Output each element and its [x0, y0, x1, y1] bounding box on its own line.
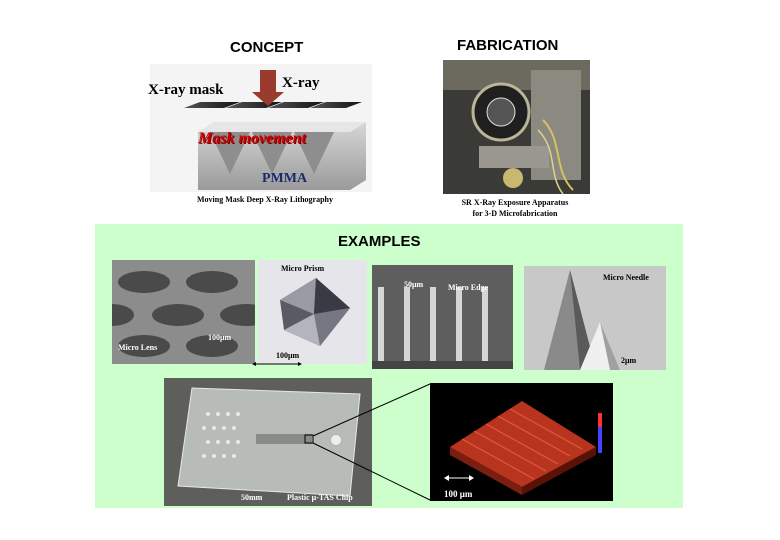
micro-needle-image: [524, 266, 666, 370]
concept-diagram: [140, 62, 372, 194]
micro-prism-scale: 100μm: [276, 351, 300, 360]
micro-edge-image: [372, 265, 513, 369]
xray-label: X-ray: [282, 75, 320, 91]
surface-plot-scale-arrow: [444, 475, 474, 481]
fabrication-heading: FABRICATION: [457, 37, 559, 54]
micro-needle-label: Micro Needle: [603, 273, 649, 282]
surface-plot-graphic: [430, 383, 613, 501]
pmma-label: PMMA: [262, 171, 308, 186]
micro-lens-image: [112, 260, 255, 364]
chip-graphic: [164, 378, 372, 506]
mask-movement-label: Mask movement: [198, 130, 306, 147]
micro-lens-label: Micro Lens: [118, 343, 158, 352]
micro-edge-scale: 50μm: [404, 280, 424, 289]
fabrication-caption-line2: for 3-D Microfabrication: [472, 209, 558, 218]
micro-edge-label: Micro Edge: [448, 283, 489, 292]
chip-label: Plastic μ-TAS Chip: [287, 493, 353, 502]
lithography-diagram-graphic: [150, 64, 372, 192]
micro-prism-image: [258, 260, 367, 364]
chip-scale: 50mm: [241, 493, 263, 502]
micro-lens-graphic: [112, 260, 255, 364]
xray-mask-label: X-ray mask: [148, 82, 224, 98]
surface-plot-scale: 100 μm: [444, 489, 473, 499]
micro-needle-scale: 2μm: [621, 356, 637, 365]
examples-heading: EXAMPLES: [338, 233, 421, 250]
concept-heading: CONCEPT: [230, 39, 304, 56]
fabrication-caption-line1: SR X-Ray Exposure Apparatus: [461, 198, 569, 207]
apparatus-photo: [443, 60, 590, 194]
concept-caption: Moving Mask Deep X-Ray Lithography: [196, 195, 333, 204]
apparatus-photo-graphic: [443, 60, 590, 194]
micro-prism-scale-arrow: [252, 362, 302, 366]
surface-plot-image: [430, 383, 613, 501]
micro-prism-graphic: [258, 260, 367, 364]
micro-prism-label: Micro Prism: [281, 264, 325, 273]
micro-lens-scale: 100μm: [208, 333, 232, 342]
micro-edge-graphic: [372, 265, 513, 369]
micro-needle-graphic: [524, 266, 666, 370]
chip-image: [164, 378, 372, 506]
